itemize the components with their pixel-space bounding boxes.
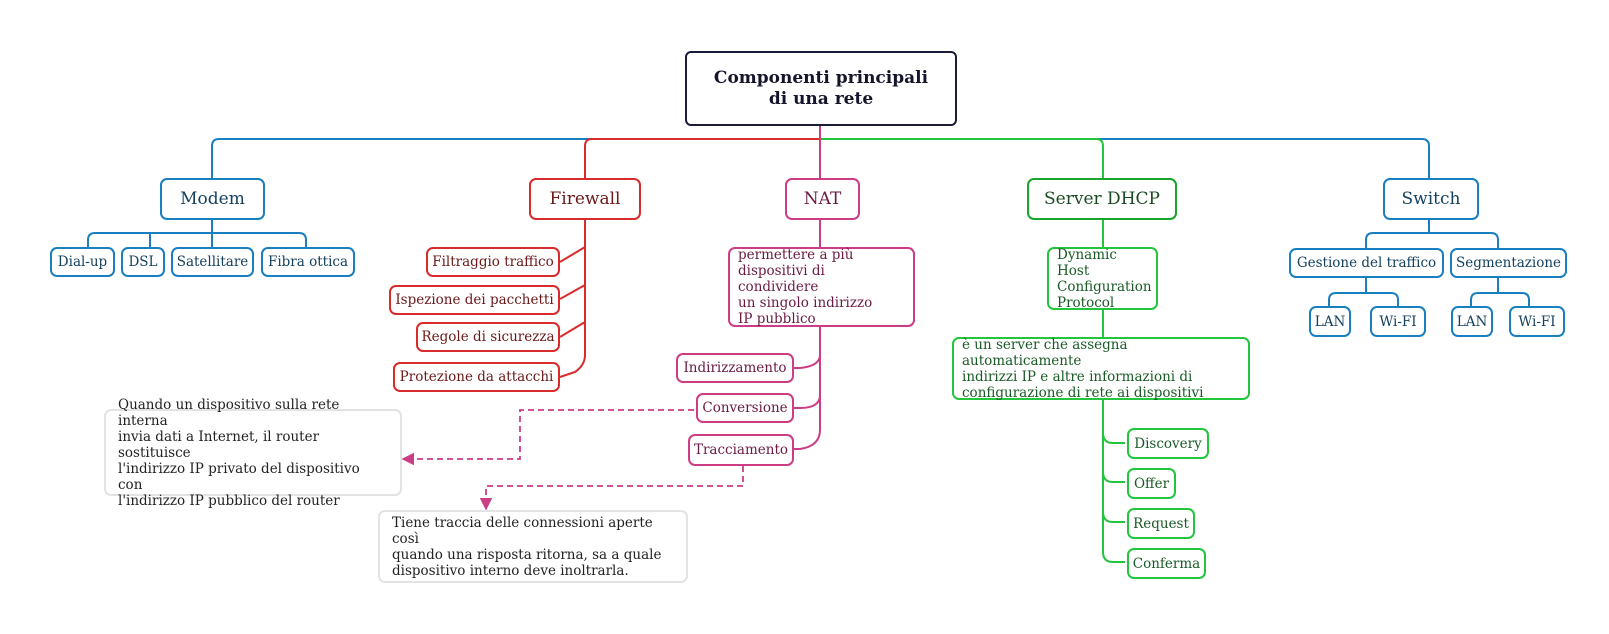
switch-segmentazione-wifi[interactable]: Wi-FI xyxy=(1509,306,1565,337)
leaf-label: Fibra ottica xyxy=(267,254,349,270)
leaf-label: Segmentazione xyxy=(1455,255,1562,271)
leaf-label: Discovery xyxy=(1134,435,1202,452)
nat-label: NAT xyxy=(803,189,842,209)
leaf-label: Tracciamento xyxy=(693,442,789,458)
link-switch-groups xyxy=(1365,220,1499,248)
link-dhcp-items xyxy=(1102,400,1125,563)
firewall-leaf-protezione[interactable]: Protezione da attacchi xyxy=(393,362,560,392)
leaf-label: Offer xyxy=(1133,475,1170,492)
link-gestione-leaves xyxy=(1328,278,1399,306)
leaf-label: Ispezione dei pacchetti xyxy=(395,292,554,308)
dhcp-acronym-text: Dynamic Host Configuration Protocol xyxy=(1057,246,1152,311)
leaf-label: Indirizzamento xyxy=(683,360,787,376)
firewall-label: Firewall xyxy=(549,189,621,209)
dhcp-description[interactable]: è un server che assegna automaticamente … xyxy=(952,336,1250,401)
leaf-label: Regole di sicurezza xyxy=(421,329,555,345)
nat-node[interactable]: NAT xyxy=(785,178,860,220)
link-modem-leaves xyxy=(87,220,307,247)
switch-segmentazione-lan[interactable]: LAN xyxy=(1451,306,1493,337)
dhcp-leaf-request[interactable]: Request xyxy=(1127,508,1195,539)
dhcp-description-text: è un server che assegna automaticamente … xyxy=(962,336,1204,401)
link-root-firewall xyxy=(584,138,820,178)
dhcp-leaf-conferma[interactable]: Conferma xyxy=(1127,548,1206,579)
leaf-label: Dial-up xyxy=(57,254,108,270)
link-firewall-leaves xyxy=(559,220,586,378)
modem-leaf-dial-up[interactable]: Dial-up xyxy=(50,247,115,277)
leaf-label: Satellitare xyxy=(176,254,249,270)
arrow-tracciamento-note xyxy=(479,466,744,511)
dhcp-node[interactable]: Server DHCP xyxy=(1027,178,1177,220)
arrow-conversione-note xyxy=(401,409,694,466)
leaf-label: Wi-FI xyxy=(1379,313,1417,330)
root-title-line2: di una rete xyxy=(768,88,874,109)
nat-leaf-tracciamento[interactable]: Tracciamento xyxy=(688,434,794,466)
modem-label: Modem xyxy=(180,189,245,209)
modem-leaf-dsl[interactable]: DSL xyxy=(121,247,165,277)
switch-segmentazione[interactable]: Segmentazione xyxy=(1450,248,1567,278)
dhcp-leaf-offer[interactable]: Offer xyxy=(1127,468,1176,499)
link-segmentazione-leaves xyxy=(1470,278,1530,306)
leaf-label: LAN xyxy=(1456,313,1488,330)
switch-gestione-traffico[interactable]: Gestione del traffico xyxy=(1289,248,1444,278)
root-node[interactable]: Componenti principali di una rete xyxy=(685,51,957,126)
link-root-modem xyxy=(211,126,821,178)
nat-description[interactable]: permettere a più dispositivi di condivid… xyxy=(728,247,915,327)
leaf-label: Gestione del traffico xyxy=(1296,255,1437,271)
firewall-leaf-ispezione[interactable]: Ispezione dei pacchetti xyxy=(389,285,560,315)
leaf-label: DSL xyxy=(128,254,158,270)
nat-leaf-indirizzamento[interactable]: Indirizzamento xyxy=(676,353,794,383)
nat-leaf-conversione[interactable]: Conversione xyxy=(696,393,794,423)
switch-label: Switch xyxy=(1401,189,1461,209)
leaf-label: Protezione da attacchi xyxy=(399,369,554,385)
root-title-line1: Componenti principali xyxy=(713,67,929,88)
switch-gestione-lan[interactable]: LAN xyxy=(1309,306,1351,337)
leaf-label: Filtraggio traffico xyxy=(432,254,554,270)
leaf-label: Conferma xyxy=(1132,555,1201,572)
leaf-label: Wi-FI xyxy=(1518,313,1556,330)
note-tracciamento-text: Tiene traccia delle connessioni aperte c… xyxy=(392,514,662,579)
leaf-label: Conversione xyxy=(702,400,788,416)
dhcp-acronym[interactable]: Dynamic Host Configuration Protocol xyxy=(1047,246,1158,311)
note-tracciamento: Tiene traccia delle connessioni aperte c… xyxy=(378,510,688,583)
leaf-label: LAN xyxy=(1314,313,1346,330)
firewall-leaf-filtraggio[interactable]: Filtraggio traffico xyxy=(426,247,560,277)
link-root-dhcp xyxy=(820,138,1104,178)
switch-gestione-wifi[interactable]: Wi-FI xyxy=(1370,306,1426,337)
firewall-leaf-regole[interactable]: Regole di sicurezza xyxy=(416,322,560,352)
leaf-label: Request xyxy=(1133,515,1189,532)
modem-node[interactable]: Modem xyxy=(160,178,265,220)
dhcp-label: Server DHCP xyxy=(1044,189,1160,209)
link-nat-items xyxy=(794,327,821,450)
modem-leaf-satellitare[interactable]: Satellitare xyxy=(171,247,254,277)
note-conversione-text: Quando un dispositivo sulla rete interna… xyxy=(118,396,360,509)
dhcp-leaf-discovery[interactable]: Discovery xyxy=(1127,428,1209,459)
note-conversione: Quando un dispositivo sulla rete interna… xyxy=(104,397,402,509)
nat-description-text: permettere a più dispositivi di condivid… xyxy=(738,247,873,327)
modem-leaf-fibra-ottica[interactable]: Fibra ottica xyxy=(261,247,355,277)
firewall-node[interactable]: Firewall xyxy=(529,178,641,220)
link-root-switch xyxy=(820,138,1430,178)
switch-node[interactable]: Switch xyxy=(1383,178,1479,220)
